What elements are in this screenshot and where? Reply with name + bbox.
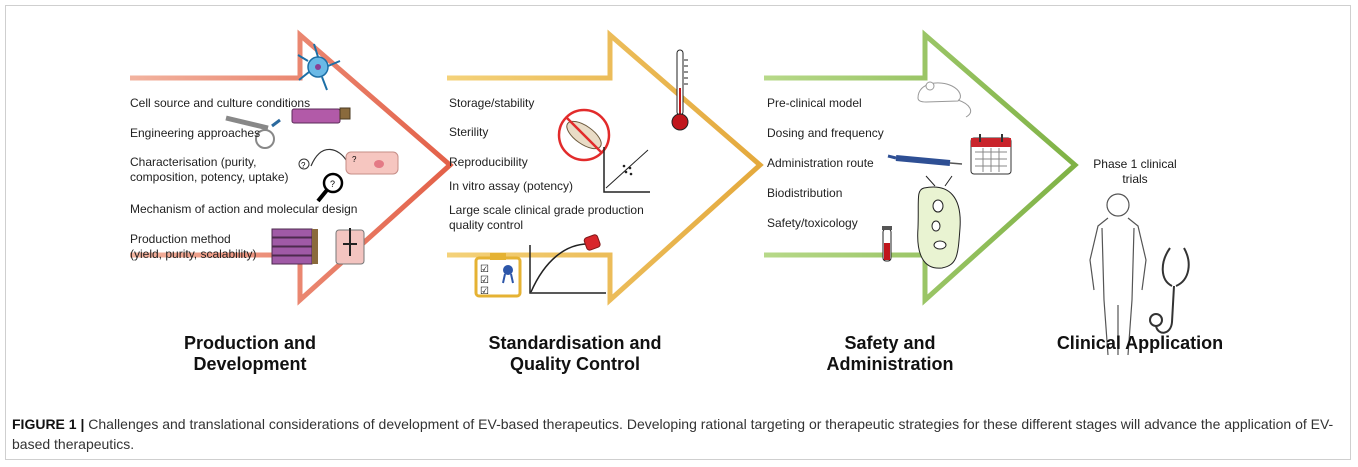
figure-caption: FIGURE 1 | Challenges and translational …: [12, 414, 1342, 454]
tool-icon: [225, 115, 281, 149]
mouse-icon: [917, 81, 972, 118]
flask-stack-icon: [271, 228, 318, 265]
magnifier-icon: ?: [316, 172, 344, 203]
safety-item-biodistribution: Biodistribution: [767, 186, 843, 200]
svg-text:☑: ☑: [480, 275, 489, 286]
caption-label: FIGURE 1 |: [12, 416, 85, 432]
standardisation-item-storage: Storage/stability: [449, 96, 535, 110]
production-item-cell-source: Cell source and culture conditions: [130, 96, 311, 110]
production-item-production-method: Production method (yield, purity, scalab…: [130, 232, 257, 261]
cell-icon: [297, 43, 341, 91]
thermometer-icon: [671, 49, 689, 131]
stage-title-production: Production and Development: [184, 333, 316, 374]
bioreactor-icon: [335, 228, 365, 265]
svg-text:?: ?: [352, 155, 357, 164]
svg-text:☑: ☑: [480, 286, 489, 297]
scatter-plot-icon: [603, 147, 650, 193]
no-bacteria-icon: [557, 108, 611, 162]
safety-item-administration-route: Administration route: [767, 156, 874, 170]
checklist-icon: ☑ ☑ ☑: [474, 253, 522, 298]
production-curve-icon: [529, 234, 606, 294]
standardisation-item-large-scale: Large scale clinical grade production qu…: [449, 203, 644, 232]
production-item-engineering: Engineering approaches: [130, 126, 261, 140]
svg-text:?: ?: [330, 179, 335, 189]
safety-item-toxicology: Safety/toxicology: [767, 216, 858, 230]
stage-title-clinical: Clinical Application: [1056, 333, 1224, 353]
culture-flask-icon: [291, 107, 351, 124]
calendar-icon: [970, 134, 1012, 175]
stage-title-safety: Safety and Administration: [826, 333, 954, 374]
svg-text:?: ?: [301, 161, 306, 170]
dissected-mouse-icon: [917, 175, 961, 269]
figure-frame: [5, 5, 1351, 460]
stethoscope-icon: [1149, 247, 1190, 334]
standardisation-item-in-vitro: In vitro assay (potency): [449, 179, 574, 193]
standardisation-item-reproducibility: Reproducibility: [449, 155, 528, 169]
syringe-icon: [887, 154, 963, 166]
standardisation-item-sterility: Sterility: [449, 125, 489, 139]
clinical-item-phase1: Phase 1 clinical trials: [1093, 157, 1177, 186]
stage-title-standardisation: Standardisation and Quality Control: [488, 333, 662, 374]
production-item-characterisation: Characterisation (purity, composition, p…: [130, 155, 289, 184]
safety-item-preclinical: Pre-clinical model: [767, 96, 862, 110]
characterisation-icon: ? ?: [298, 148, 399, 175]
production-item-mechanism: Mechanism of action and molecular design: [130, 202, 358, 216]
human-figure-icon: [1089, 193, 1147, 356]
safety-item-dosing: Dosing and frequency: [767, 126, 884, 140]
blood-tube-icon: [882, 226, 892, 262]
arrow-standardisation: [447, 29, 764, 306]
svg-text:☑: ☑: [480, 264, 489, 275]
caption-text: Challenges and translational considerati…: [12, 416, 1334, 452]
